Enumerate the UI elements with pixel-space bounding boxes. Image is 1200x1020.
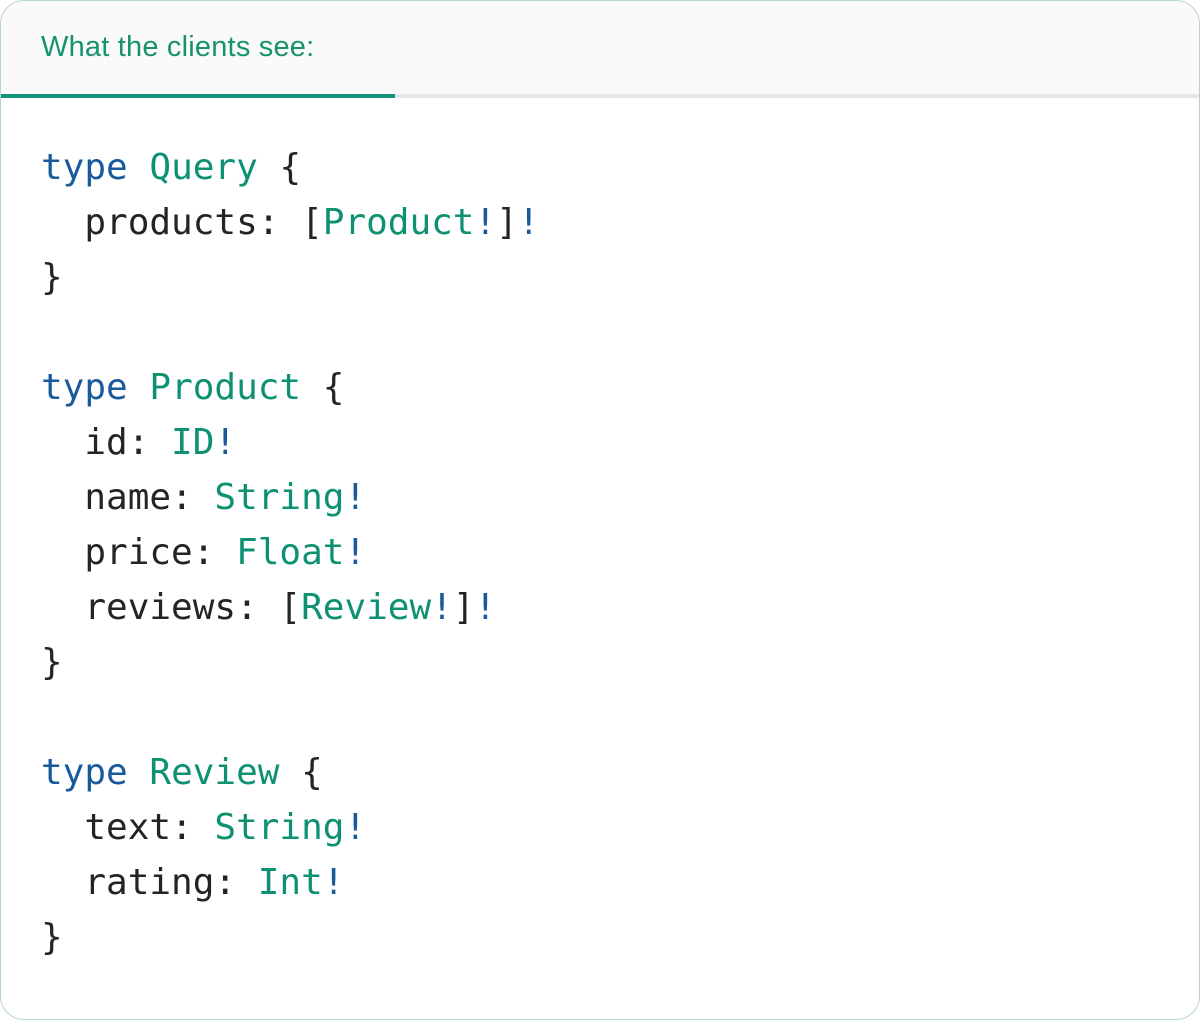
code-token: ! <box>431 587 453 628</box>
code-token: type <box>41 752 128 793</box>
code-token: id: <box>41 422 172 463</box>
header-divider <box>1 94 1199 98</box>
code-token: ID <box>171 422 215 463</box>
code-line: type Query { <box>41 140 1159 195</box>
code-token: type <box>41 147 128 188</box>
code-token: { <box>257 147 302 188</box>
active-tab-underline <box>1 94 395 98</box>
code-token: ! <box>474 202 497 243</box>
code-token: Review <box>301 587 432 628</box>
code-token: text: <box>41 807 215 848</box>
code-token: ! <box>344 807 367 848</box>
code-line: } <box>41 635 1159 690</box>
code-line <box>41 305 1159 360</box>
code-line: id: ID! <box>41 415 1159 470</box>
code-token: Float <box>236 532 345 573</box>
code-line: type Review { <box>41 745 1159 800</box>
code-token: Review <box>149 752 280 793</box>
code-token: { <box>301 367 345 408</box>
code-token: reviews: [ <box>41 587 302 628</box>
code-token: ! <box>214 422 237 463</box>
code-token: Product <box>149 367 302 408</box>
code-token: ! <box>344 532 367 573</box>
code-line: type Product { <box>41 360 1159 415</box>
code-token: ! <box>517 202 540 243</box>
code-line <box>41 690 1159 745</box>
code-token <box>128 367 150 408</box>
code-line: } <box>41 910 1159 965</box>
code-token: } <box>41 257 63 298</box>
code-token: type <box>41 367 128 408</box>
code-token: { <box>279 752 323 793</box>
code-token: name: <box>41 477 215 518</box>
code-token: ! <box>474 587 497 628</box>
code-token: Int <box>257 862 323 903</box>
code-token: ! <box>322 862 345 903</box>
code-token: ! <box>344 477 367 518</box>
code-token: } <box>41 642 63 683</box>
code-token: ] <box>452 587 475 628</box>
code-line: } <box>41 250 1159 305</box>
code-token: } <box>41 917 63 958</box>
code-line: price: Float! <box>41 525 1159 580</box>
code-line: name: String! <box>41 470 1159 525</box>
code-token: Query <box>149 147 258 188</box>
code-line: products: [Product!]! <box>41 195 1159 250</box>
code-token: products: [ <box>41 202 323 243</box>
code-block: type Query { products: [Product!]!} type… <box>1 98 1199 1005</box>
code-token: ] <box>496 202 518 243</box>
code-line: text: String! <box>41 800 1159 855</box>
code-token <box>128 147 150 188</box>
tab-what-clients-see[interactable]: What the clients see: <box>41 31 315 63</box>
code-line: reviews: [Review!]! <box>41 580 1159 635</box>
card-header: What the clients see: <box>1 1 1199 94</box>
code-token: String <box>214 477 345 518</box>
code-token: price: <box>41 532 237 573</box>
code-token: String <box>214 807 345 848</box>
code-token: Product <box>322 202 475 243</box>
code-token: rating: <box>41 862 258 903</box>
code-line: rating: Int! <box>41 855 1159 910</box>
code-token <box>128 752 150 793</box>
